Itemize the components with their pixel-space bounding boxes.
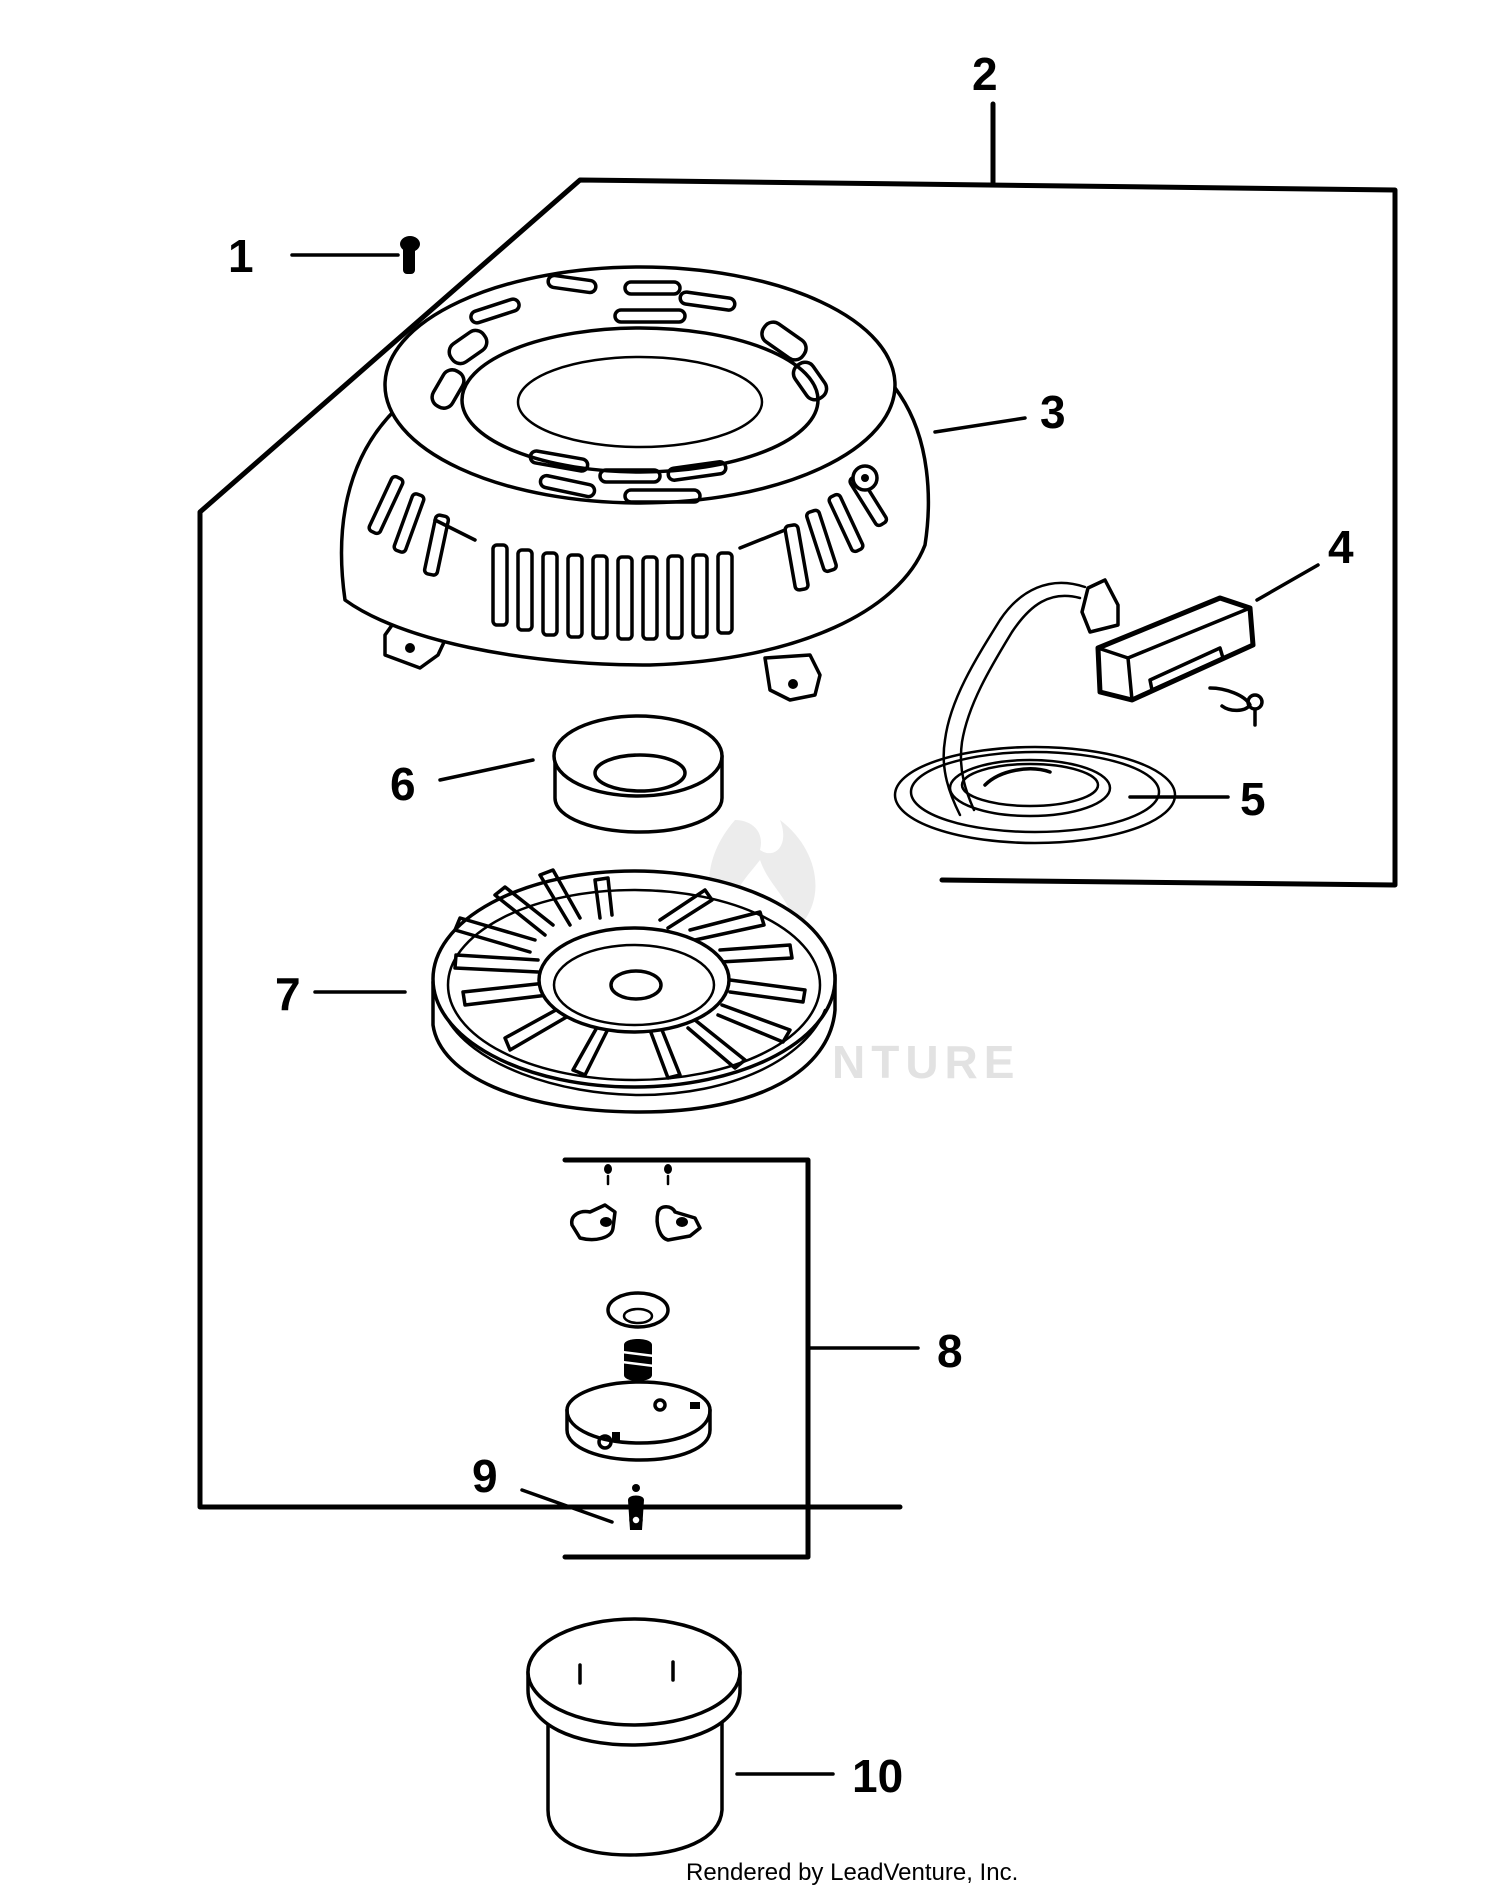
- callout-3: 3: [1040, 386, 1066, 438]
- footer-credit: Rendered by LeadVenture, Inc.: [686, 1859, 1018, 1886]
- leader-3: [933, 416, 1027, 434]
- callout-9: 9: [472, 1450, 498, 1502]
- watermark: NTURE: [709, 820, 1020, 1088]
- callout-6: 6: [390, 758, 416, 810]
- part-10-cup: [526, 1617, 742, 1857]
- part-7-pulley: [431, 868, 837, 1114]
- callout-7: 7: [275, 968, 301, 1020]
- bracket-item-2: [197, 177, 1398, 1510]
- leader-9: [520, 1488, 614, 1524]
- leader-4: [1255, 563, 1320, 602]
- part-6-washer: [552, 714, 724, 834]
- part-4-handle: [942, 578, 1264, 817]
- part-8-kit: [565, 1164, 712, 1530]
- bracket-item-8: [562, 1157, 811, 1560]
- part-3-housing: [339, 265, 931, 702]
- watermark-text: NTURE: [832, 1036, 1020, 1088]
- callout-5: 5: [1240, 773, 1266, 825]
- callout-4: 4: [1328, 521, 1354, 573]
- leader-6: [438, 758, 535, 782]
- callout-8: 8: [937, 1325, 963, 1377]
- part-5-rope: [893, 745, 1177, 845]
- callout-1: 1: [228, 230, 254, 282]
- callout-10: 10: [852, 1750, 903, 1802]
- part-1-screw: [290, 236, 420, 274]
- callout-2: 2: [972, 48, 998, 100]
